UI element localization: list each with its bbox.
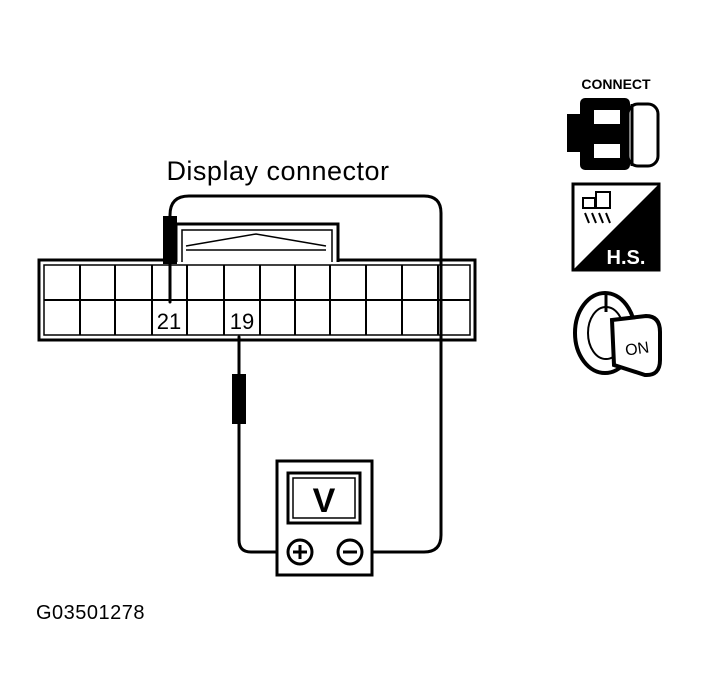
pin-21-label: 21 xyxy=(157,309,181,334)
figure-id: G03501278 xyxy=(36,602,146,624)
ignition-key-icon: ON xyxy=(573,291,662,378)
hs-label: H.S. xyxy=(607,247,646,269)
pin-19-label: 19 xyxy=(230,309,254,334)
diagram-title: Display connector xyxy=(166,156,389,186)
voltmeter: V xyxy=(275,459,374,577)
connect-icon: CONNECT xyxy=(567,76,660,170)
test-lead-wires xyxy=(168,194,443,554)
ignition-on-label: ON xyxy=(624,339,650,359)
probe-pin-21 xyxy=(163,216,177,302)
hs-mode-icon: H.S. xyxy=(571,182,661,272)
probe-pin-19 xyxy=(232,374,246,424)
voltmeter-label: V xyxy=(313,482,336,520)
connect-label: CONNECT xyxy=(581,76,651,92)
